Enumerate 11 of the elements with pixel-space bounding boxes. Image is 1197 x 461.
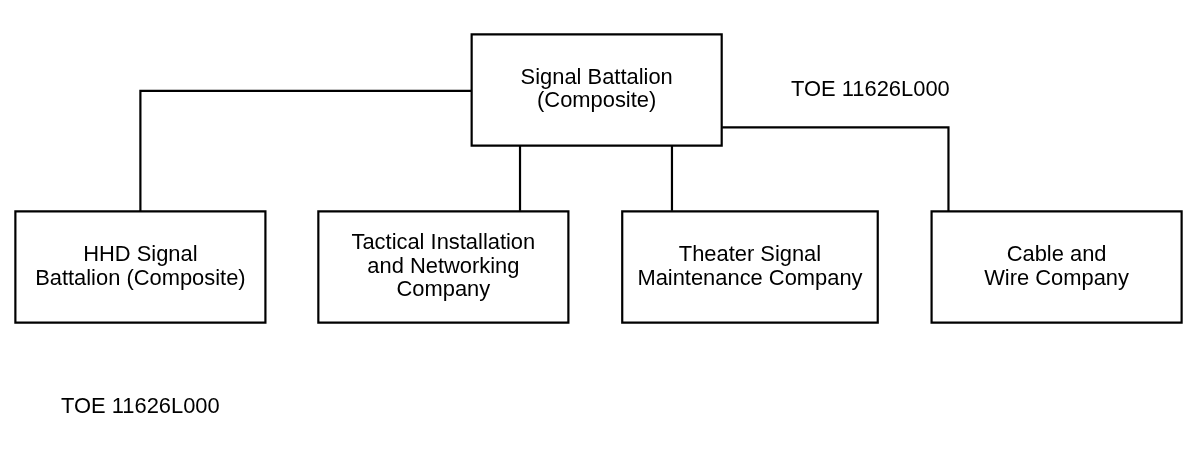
- node-box: Theater Signal Maintenance Company: [621, 210, 879, 324]
- connector: [670, 146, 674, 211]
- node-box: Cable and Wire Company: [930, 210, 1183, 324]
- node-box: Tactical Installation and Networking Company: [317, 210, 570, 324]
- node-box: Signal Battalion (Composite): [470, 33, 723, 147]
- connector: [722, 126, 950, 212]
- connector: [139, 89, 472, 212]
- node-label: TOE 11626L000: [61, 393, 220, 419]
- connector: [518, 146, 522, 211]
- node-box: HHD Signal Battalion (Composite): [14, 210, 267, 324]
- node-label: TOE 11626L000: [791, 75, 950, 101]
